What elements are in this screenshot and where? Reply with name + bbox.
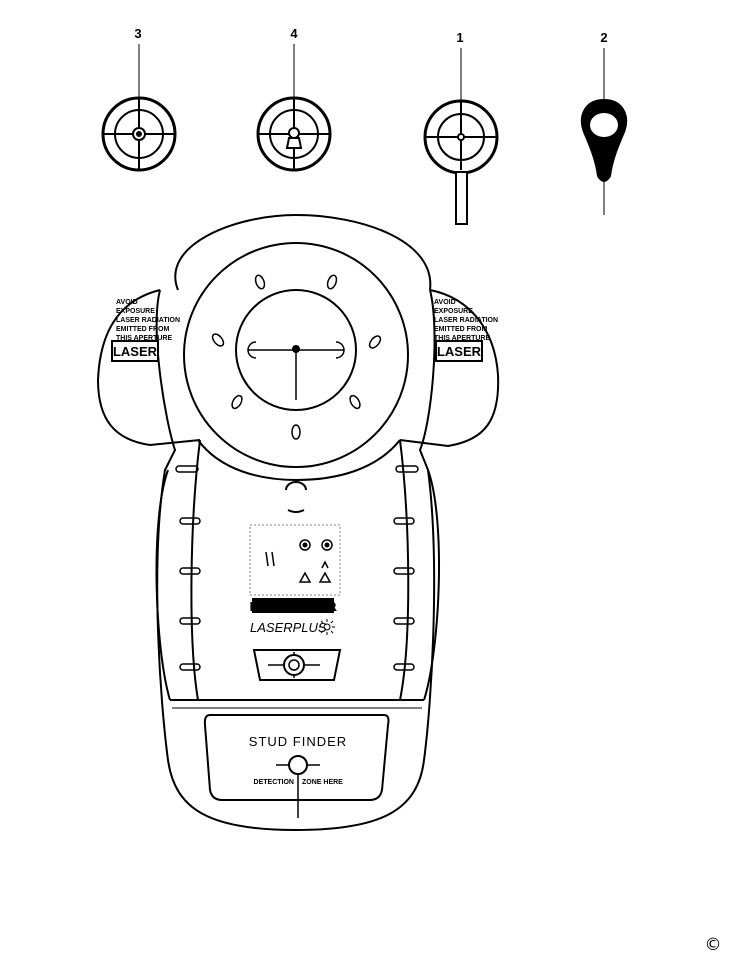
laser-label-left: LASER	[113, 344, 158, 359]
callout-2: 2	[600, 30, 607, 45]
svg-text:EXPOSURE: EXPOSURE	[434, 308, 473, 315]
svg-text:THIS APERTURE: THIS APERTURE	[434, 335, 490, 342]
part-3-bubble-vial: 3	[101, 26, 177, 172]
part-2-key-tag: 2	[580, 30, 628, 215]
stud-finder-label: STUD FINDER	[249, 734, 347, 749]
svg-text:EMITTED FROM: EMITTED FROM	[116, 326, 169, 333]
svg-text:AVOID: AVOID	[434, 299, 456, 306]
laser-label-right: LASER	[437, 344, 482, 359]
sun-icon	[319, 619, 335, 635]
brand-label: BLACK&DECKER	[251, 602, 336, 613]
part-4-keyhole-vial: 4	[256, 26, 332, 172]
copyright-mark: ©	[705, 935, 722, 955]
svg-text:LASER RADIATION: LASER RADIATION	[434, 317, 498, 324]
svg-text:EMITTED FROM: EMITTED FROM	[434, 326, 487, 333]
svg-text:AVOID: AVOID	[116, 299, 138, 306]
svg-text:EXPOSURE: EXPOSURE	[116, 308, 155, 315]
part-1-lens-with-stem: 1	[423, 30, 499, 225]
right-laser-warning: AVOID EXPOSURE LASER RADIATION EMITTED F…	[434, 299, 498, 342]
zone-here-label: ZONE HERE	[302, 779, 343, 786]
detection-label: DETECTION	[254, 779, 294, 786]
callout-3: 3	[134, 26, 141, 41]
svg-text:THIS APERTURE: THIS APERTURE	[116, 335, 172, 342]
callout-1: 1	[456, 30, 463, 45]
callout-4: 4	[290, 26, 298, 41]
product-label: LASERPLUS	[250, 620, 327, 635]
laser-level-body: BLACK&DECKER LASERPLUS STUD FINDER DETEC…	[96, 213, 500, 832]
left-laser-warning: AVOID EXPOSURE LASER RADIATION EMITTED F…	[116, 299, 180, 342]
svg-text:LASER RADIATION: LASER RADIATION	[116, 317, 180, 324]
